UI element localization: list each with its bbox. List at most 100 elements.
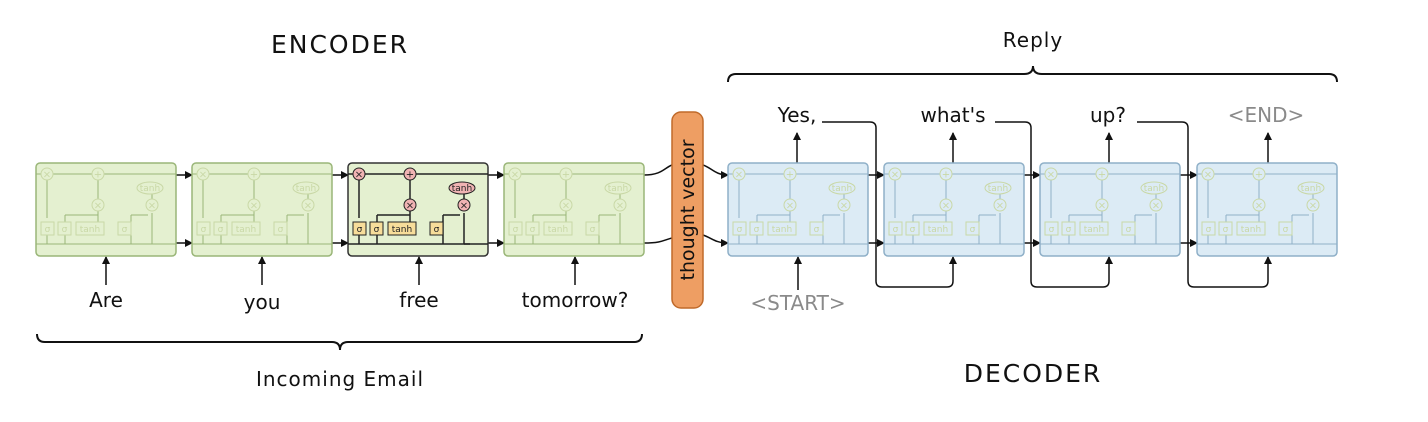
tanh-op: tanh <box>984 181 1012 195</box>
gate-label: σ <box>754 225 760 235</box>
encoder-input-word: Are <box>89 288 123 312</box>
gate-label: σ <box>434 225 440 235</box>
gate-box <box>1236 221 1266 236</box>
encoder-input-word: tomorrow? <box>522 288 629 312</box>
gate-label: σ <box>970 225 976 235</box>
tanh-ellipse <box>448 181 476 195</box>
pointwise-op: × <box>91 198 105 212</box>
pointwise-op: + <box>1252 167 1266 181</box>
op-circle <box>145 198 159 212</box>
gate-box <box>213 221 228 236</box>
gate: σ <box>905 221 920 236</box>
op-label: × <box>1204 170 1212 181</box>
to-thought-arrow <box>643 237 673 244</box>
feedback-arrow <box>822 121 957 288</box>
gate: σ <box>1121 221 1136 236</box>
gate-label: tanh <box>548 225 568 235</box>
op-circle <box>1252 167 1266 181</box>
gate-box <box>809 221 824 236</box>
gate-box <box>508 221 523 236</box>
gate: σ <box>1201 221 1216 236</box>
gate-box <box>525 221 540 236</box>
op-label: × <box>43 170 51 181</box>
gate-label: σ <box>1283 225 1289 235</box>
op-circle <box>457 198 471 212</box>
gate-box <box>732 221 747 236</box>
gate-label: σ <box>218 225 224 235</box>
tanh-op: tanh <box>292 181 320 195</box>
pointwise-op: × <box>1252 198 1266 212</box>
op-circle <box>613 198 627 212</box>
op-label: × <box>94 201 102 212</box>
gate: tanh <box>1236 221 1266 236</box>
tanh-ellipse <box>828 181 856 195</box>
gate: σ <box>196 221 211 236</box>
op-circle <box>508 167 522 181</box>
pointwise-op: × <box>993 198 1007 212</box>
op-label: × <box>511 170 519 181</box>
encoder-input-word: free <box>399 288 438 312</box>
op-label: + <box>406 170 414 181</box>
encoder-input-word: you <box>244 290 281 314</box>
gate-label: σ <box>1066 225 1072 235</box>
gate-box <box>352 221 367 236</box>
op-label: × <box>616 201 624 212</box>
gate: tanh <box>387 221 417 236</box>
reply-brace <box>727 65 1338 83</box>
gate: tanh <box>923 221 953 236</box>
decoder-output-word: what's <box>920 103 985 127</box>
pointwise-op: × <box>1306 198 1320 212</box>
gate-label: σ <box>893 225 899 235</box>
gate-box <box>75 221 105 236</box>
op-circle <box>559 198 573 212</box>
gate-label: σ <box>122 225 128 235</box>
pointwise-op: × <box>247 198 261 212</box>
gate-box <box>965 221 980 236</box>
tanh-op: tanh <box>136 181 164 195</box>
gate-label: tanh <box>1084 225 1104 235</box>
gate-label: σ <box>1206 225 1212 235</box>
gate: σ <box>809 221 824 236</box>
pointwise-op: × <box>1095 198 1109 212</box>
thought-vector: thought vector <box>671 111 704 309</box>
gate: σ <box>1278 221 1293 236</box>
tanh-ellipse <box>136 181 164 195</box>
gate-box <box>273 221 288 236</box>
from-thought-arrow <box>702 164 729 179</box>
op-circle <box>196 167 210 181</box>
gate-box <box>767 221 797 236</box>
op-circle <box>732 167 746 181</box>
gate-box <box>231 221 261 236</box>
decoder-output-word: up? <box>1090 103 1126 127</box>
gate-box <box>923 221 953 236</box>
gate: σ <box>57 221 72 236</box>
gate-label: σ <box>530 225 536 235</box>
pointwise-op: × <box>837 198 851 212</box>
gate: σ <box>888 221 903 236</box>
op-circle <box>247 198 261 212</box>
pointwise-op: + <box>403 167 417 181</box>
op-label: + <box>562 170 570 181</box>
op-label: × <box>250 201 258 212</box>
tanh-op: tanh <box>828 181 856 195</box>
tanh-label: tanh <box>296 184 316 194</box>
gate-label: σ <box>1223 225 1229 235</box>
gate-label: tanh <box>80 225 100 235</box>
op-circle <box>993 198 1007 212</box>
gate-label: σ <box>201 225 207 235</box>
pointwise-op: × <box>457 198 471 212</box>
gate: σ <box>525 221 540 236</box>
gate-label: σ <box>357 225 363 235</box>
pointwise-op: × <box>1201 167 1215 181</box>
start-token: <START> <box>750 291 845 315</box>
gate-box <box>1121 221 1136 236</box>
op-circle <box>1095 198 1109 212</box>
op-circle <box>1149 198 1163 212</box>
gate: σ <box>352 221 367 236</box>
pointwise-op: × <box>559 198 573 212</box>
op-circle <box>1252 198 1266 212</box>
